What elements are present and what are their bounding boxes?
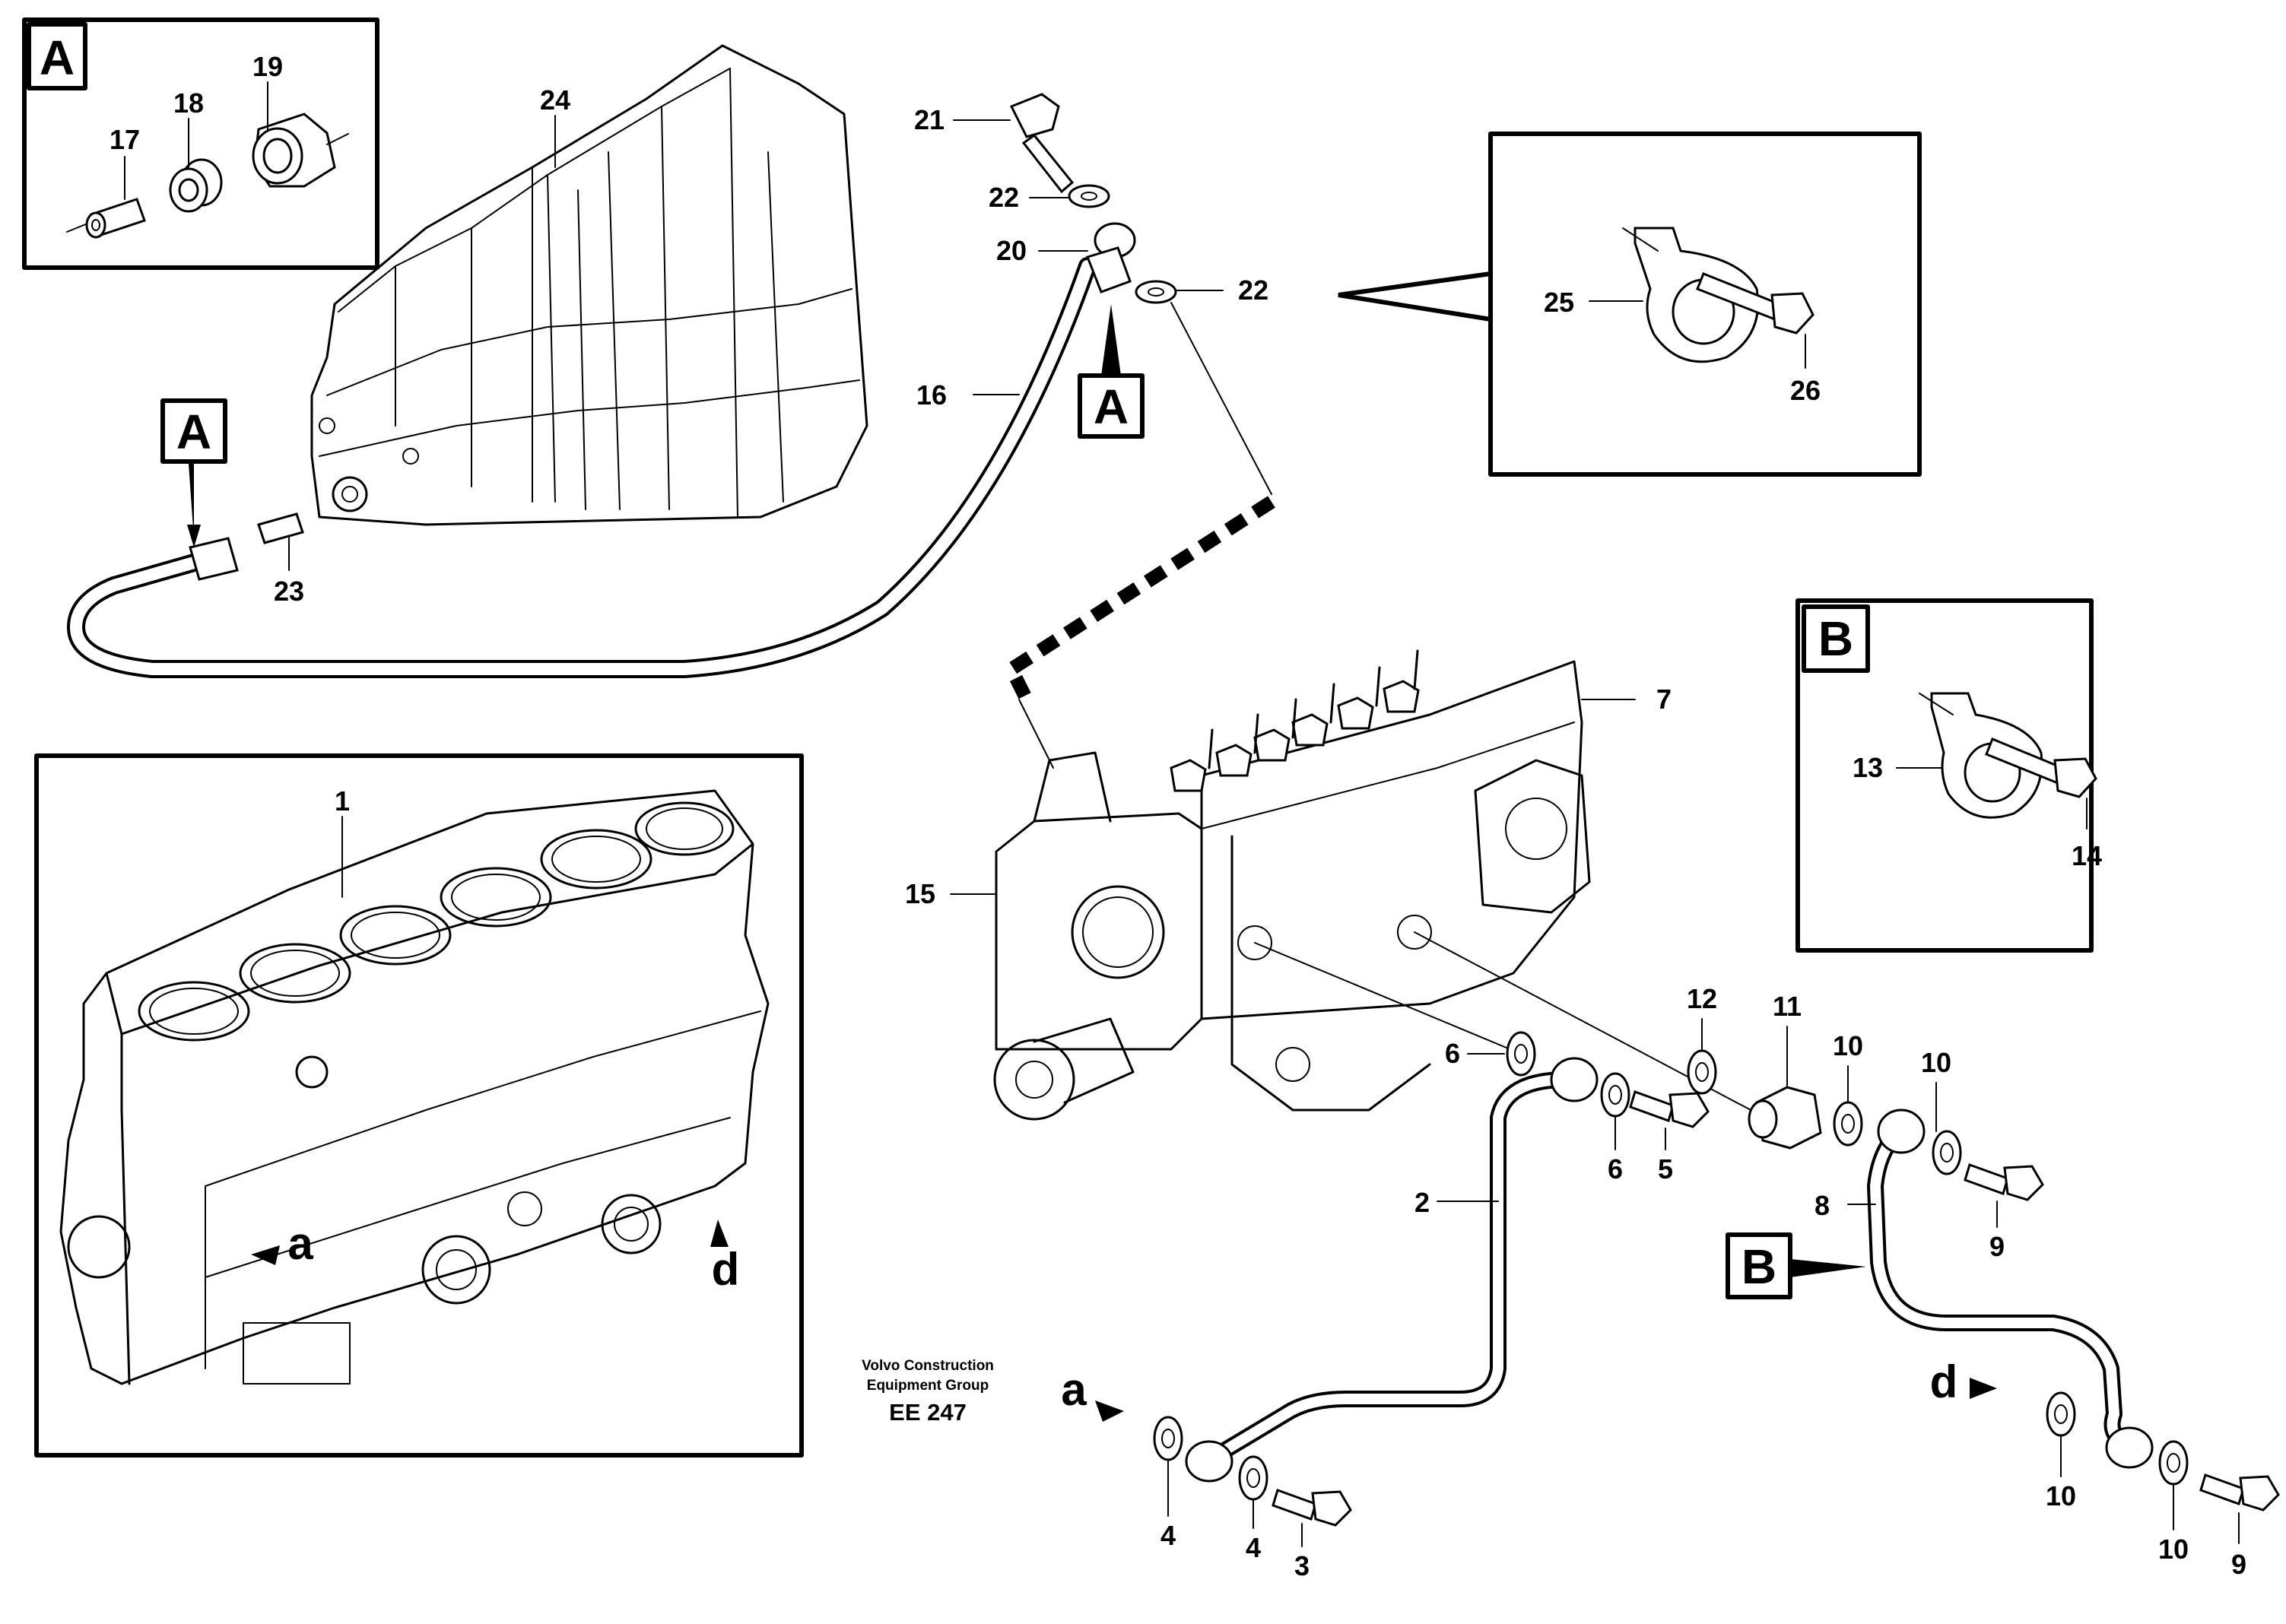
detail-a-letter: A [40,30,75,85]
part-4a-label: 4 [1160,1520,1176,1551]
marker-d-block: d [712,1244,740,1295]
part-22a-label: 22 [989,182,1019,213]
hose-assembly: 23 16 A [67,257,1097,678]
detail-b-letter: B [1818,611,1853,666]
part-18-label: 18 [173,87,204,119]
part-10c-label: 10 [2046,1480,2076,1511]
part-26-label: 26 [1790,375,1821,406]
part-3-label: 3 [1294,1550,1310,1581]
part-7-label: 7 [1656,684,1672,715]
part-9b-label: 9 [2231,1549,2246,1580]
part-14-label: 14 [2072,840,2102,871]
part-10a-label: 10 [1833,1030,1863,1061]
part-21-label: 21 [914,104,945,135]
part-12-label: 12 [1687,983,1717,1014]
ring-drawing [169,158,223,213]
callout-a-left: A [176,404,211,459]
part-5-label: 5 [1658,1153,1673,1185]
valve-cover-drawing: 24 [310,44,868,526]
credit-line-1: Volvo Construction [862,1358,994,1374]
part-16-label: 16 [916,379,947,411]
callout-b: B [1741,1239,1776,1294]
part-19-label: 19 [252,51,283,82]
engine-block-drawing: 1 a d [34,753,804,1457]
injection-pump-drawing: 7 15 [905,649,1672,1121]
part-17-label: 17 [110,124,140,155]
part-8-label: 8 [1815,1190,1830,1221]
part-9a-label: 9 [1989,1231,2005,1262]
part-13-label: 13 [1853,752,1883,783]
sleeve-drawing [66,198,146,239]
credit-line-2: Equipment Group [867,1378,989,1394]
part-10d-label: 10 [2158,1534,2189,1565]
part-6a-label: 6 [1445,1038,1460,1069]
marker-a-pipe: a [1061,1364,1087,1415]
banjo-fitting-top: 21 22 20 22 A [914,93,1275,769]
callout-a-center: A [1094,379,1129,434]
part-24-label: 24 [540,84,570,116]
clamp-detail-top: 25 26 [1338,132,1922,477]
part-6b-label: 6 [1608,1153,1623,1185]
part-23-label: 23 [274,576,304,607]
part-20-label: 20 [996,235,1027,266]
part-15-label: 15 [905,878,935,909]
part-2-label: 2 [1414,1187,1430,1218]
detail-view-b: B 13 14 [1795,598,2102,953]
part-10b-label: 10 [1921,1047,1951,1078]
publisher-credit: Volvo Construction Equipment Group EE 24… [862,1358,994,1426]
diagram-code: EE 247 [889,1399,967,1426]
part-25-label: 25 [1544,287,1574,318]
nut-drawing [252,113,349,188]
marker-d-pipe: d [1930,1356,1958,1407]
part-22b-label: 22 [1238,274,1268,306]
fuel-pipes-lower: 2 6 6 5 12 11 10 [1061,931,2280,1581]
marker-a-block: a [287,1218,313,1269]
part-11-label: 11 [1773,991,1802,1022]
part-4b-label: 4 [1246,1532,1261,1563]
detail-view-a: A 17 18 19 [22,17,379,270]
delivery-valves [1170,649,1420,792]
part-1-label: 1 [335,785,350,817]
